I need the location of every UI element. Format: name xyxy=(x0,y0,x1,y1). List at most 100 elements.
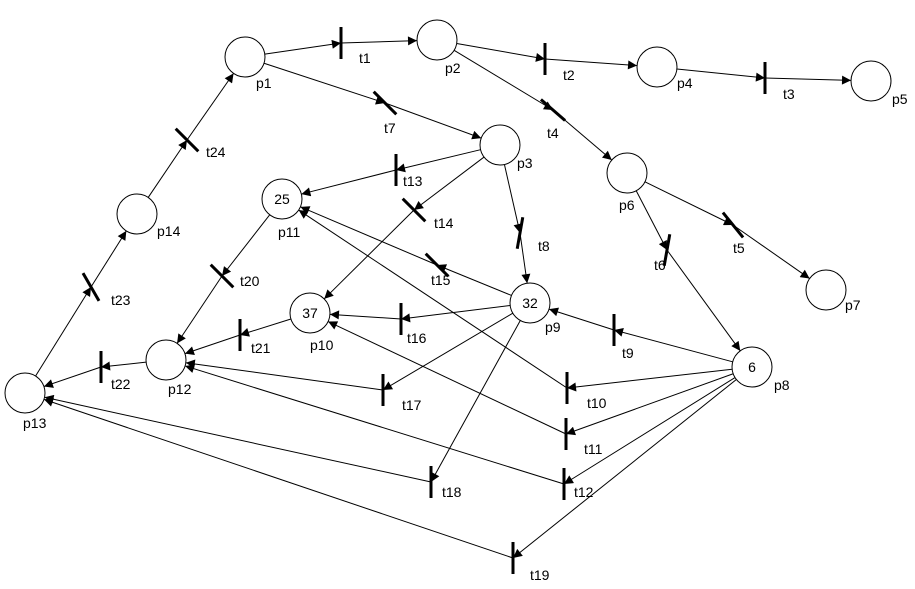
transition-label-t19: t19 xyxy=(530,567,550,583)
transition-label-t8: t8 xyxy=(538,238,550,254)
arc-p14-to-t24 xyxy=(147,139,188,198)
place-label-p8: p8 xyxy=(774,377,790,393)
transition-t4 xyxy=(539,98,567,122)
place-label-p5: p5 xyxy=(892,91,908,107)
transition-label-t14: t14 xyxy=(434,215,454,231)
arc-p2-to-t2 xyxy=(456,42,546,62)
place-p11 xyxy=(261,178,303,220)
arc-p6-to-t6 xyxy=(635,190,668,251)
transition-label-t18: t18 xyxy=(442,484,462,500)
arc-t8-to-p9 xyxy=(519,232,531,284)
place-p3 xyxy=(479,124,521,166)
arc-p6-to-t5 xyxy=(644,181,734,226)
arc-t2-to-p4 xyxy=(544,58,638,70)
arc-t10-to-p11 xyxy=(298,209,568,389)
place-tokens-p9: 32 xyxy=(522,295,538,311)
transition-label-t5: t5 xyxy=(733,240,745,256)
transition-label-t13: t13 xyxy=(403,173,423,189)
transition-t20 xyxy=(209,263,235,289)
arc-t19-to-p13 xyxy=(43,398,514,559)
arc-t14-to-p10 xyxy=(323,209,415,300)
place-p12 xyxy=(145,339,187,381)
arc-t12-to-p12 xyxy=(184,364,565,485)
transition-label-t3: t3 xyxy=(783,86,795,102)
arc-p8-to-t12 xyxy=(563,377,736,485)
arc-p9-to-t17 xyxy=(382,312,514,391)
arc-p10-to-t21 xyxy=(239,318,292,337)
place-tokens-p11: 25 xyxy=(274,191,290,207)
place-label-p2: p2 xyxy=(445,60,461,76)
transition-label-t1: t1 xyxy=(359,50,371,66)
arc-p9-to-t16 xyxy=(400,304,511,323)
place-p9 xyxy=(509,282,551,324)
arc-t20-to-p12 xyxy=(176,275,223,344)
transition-label-t22: t22 xyxy=(111,376,131,392)
transitions xyxy=(81,27,767,574)
arc-t23-to-p14 xyxy=(90,230,127,288)
arc-p3-to-t14 xyxy=(413,156,485,211)
transition-label-t16: t16 xyxy=(407,330,427,346)
place-p8 xyxy=(731,346,773,388)
arc-t13-to-p11 xyxy=(301,169,397,197)
place-label-p4: p4 xyxy=(677,75,693,91)
transition-t24 xyxy=(174,127,200,153)
arc-t21-to-p12 xyxy=(184,334,241,355)
place-p2 xyxy=(416,19,458,61)
arc-p1-to-t1 xyxy=(264,39,342,55)
place-label-p6: p6 xyxy=(619,197,635,213)
transition-label-t2: t2 xyxy=(563,67,575,83)
arc-t7-to-p3 xyxy=(384,102,482,140)
arc-t6-to-p8 xyxy=(666,249,741,352)
arc-p11-to-t20 xyxy=(221,214,271,277)
arc-p3-to-t8 xyxy=(503,164,523,234)
place-tokens-p8: 6 xyxy=(748,359,756,375)
arc-p3-to-t13 xyxy=(395,149,481,173)
transition-label-t17: t17 xyxy=(402,397,422,413)
arcs xyxy=(35,36,852,559)
transition-label-t23: t23 xyxy=(111,292,131,308)
arc-p8-to-t9 xyxy=(613,327,733,363)
transition-label-t6: t6 xyxy=(654,257,666,273)
transition-label-t11: t11 xyxy=(584,441,603,457)
place-label-p11: p11 xyxy=(278,224,301,240)
place-label-p3: p3 xyxy=(517,155,533,171)
place-p4 xyxy=(636,46,678,88)
arc-p2-to-t4 xyxy=(453,49,554,111)
transition-t6 xyxy=(662,233,672,267)
place-p14 xyxy=(116,193,158,235)
arc-t15-to-p11 xyxy=(300,206,438,266)
transition-t7 xyxy=(372,90,398,116)
transition-t5 xyxy=(721,211,745,239)
arc-p8-to-t10 xyxy=(566,368,733,392)
transition-t14 xyxy=(401,197,427,223)
arc-t9-to-p9 xyxy=(548,307,615,331)
place-label-p10: p10 xyxy=(310,337,334,353)
arc-p4-to-t3 xyxy=(676,68,766,82)
transition-t23 xyxy=(81,272,101,302)
arc-t22-to-p13 xyxy=(43,366,102,388)
arc-p9-to-t15 xyxy=(436,264,512,296)
arc-t18-to-p13 xyxy=(44,394,432,483)
place-label-p13: p13 xyxy=(23,415,47,431)
place-p5 xyxy=(850,60,892,102)
transition-label-t20: t20 xyxy=(240,273,260,289)
arc-p8-to-t11 xyxy=(565,373,734,436)
place-label-p12: p12 xyxy=(168,381,192,397)
arc-t17-to-p12 xyxy=(185,359,384,391)
arc-p1-to-t7 xyxy=(263,62,386,105)
transition-label-t21: t21 xyxy=(251,340,271,356)
place-p6 xyxy=(606,152,648,194)
place-tokens-p10: 37 xyxy=(302,305,318,321)
place-p7 xyxy=(805,269,847,311)
place-p10 xyxy=(289,292,331,334)
place-label-p1: p1 xyxy=(256,75,272,91)
transition-label-t15: t15 xyxy=(431,272,451,288)
arc-p12-to-t22 xyxy=(100,361,147,371)
place-label-p14: p14 xyxy=(157,223,181,239)
arc-t16-to-p10 xyxy=(329,310,402,320)
arc-t24-to-p1 xyxy=(186,73,234,141)
place-p1 xyxy=(224,36,266,78)
place-p13 xyxy=(4,372,46,414)
arc-p9-to-t18 xyxy=(430,320,521,483)
